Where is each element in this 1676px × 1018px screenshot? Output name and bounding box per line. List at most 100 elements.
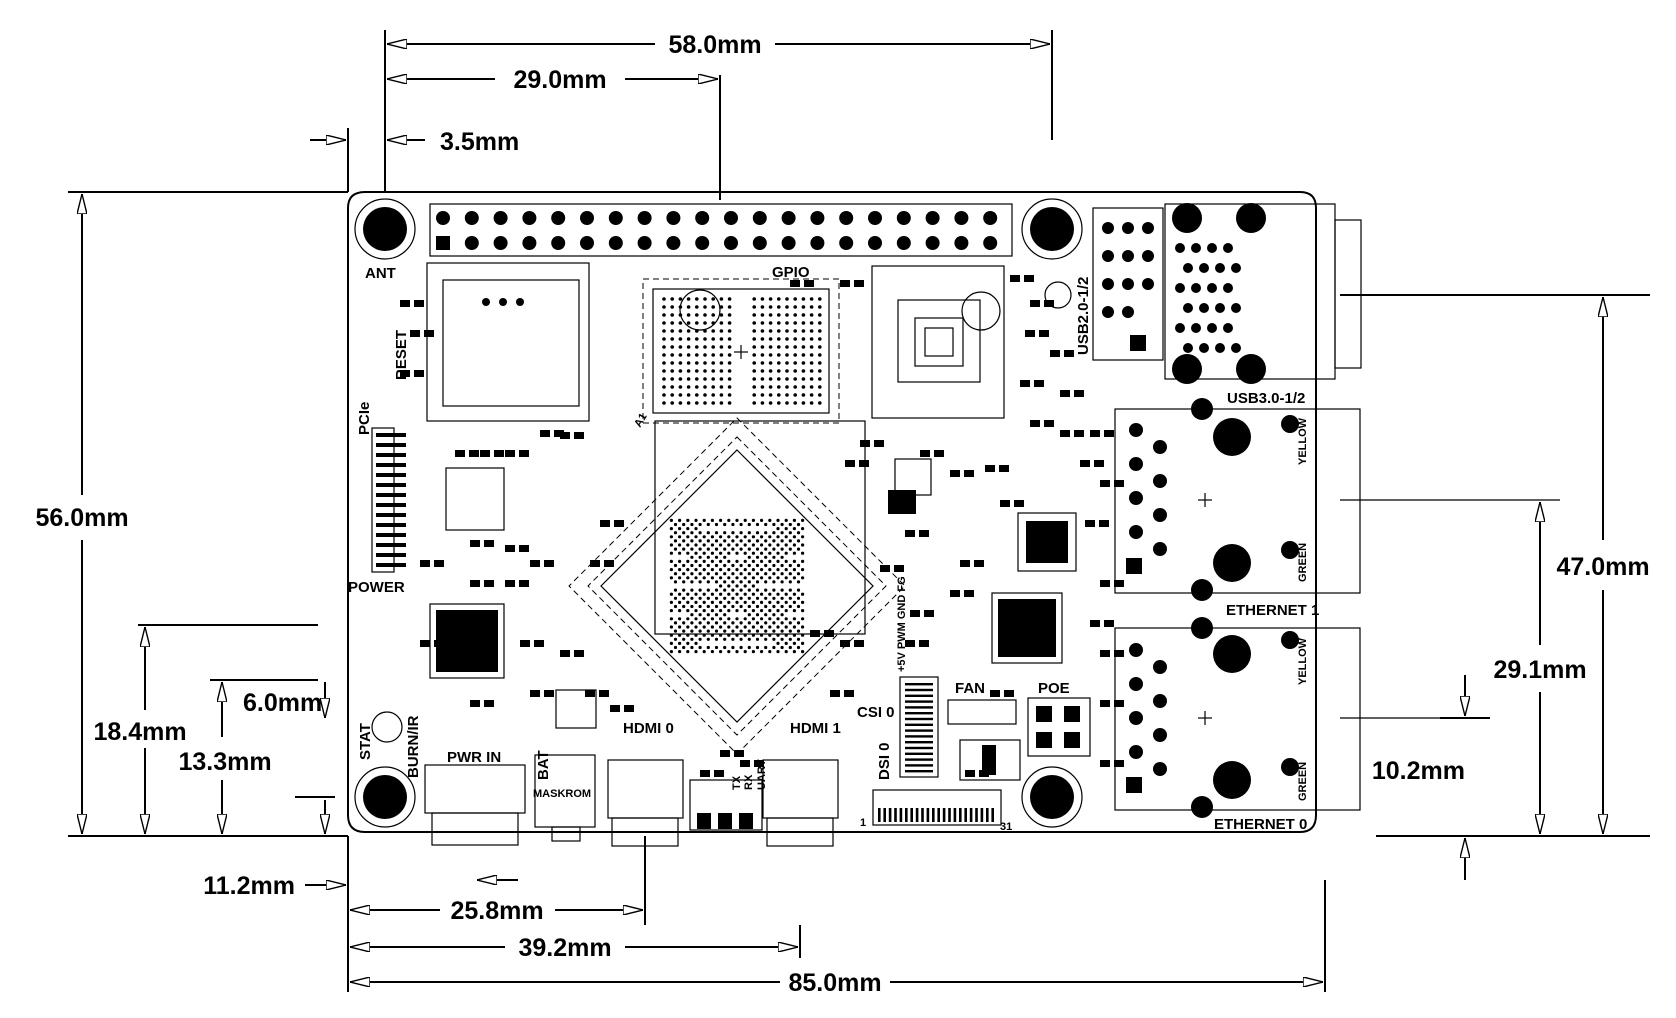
ball-pad	[801, 321, 806, 325]
ball-pad	[776, 568, 780, 572]
ball-pad	[785, 385, 789, 389]
ball-pad	[793, 329, 797, 333]
ball-pad	[723, 604, 727, 609]
ball-pad	[698, 613, 702, 617]
fpc-pin	[964, 808, 967, 822]
ball-pad	[743, 600, 747, 605]
ball-pad	[727, 584, 731, 588]
ball-pad	[682, 522, 686, 527]
smd-pad	[1099, 520, 1109, 527]
ball-pad	[690, 522, 694, 527]
ball-pad	[706, 522, 710, 527]
ball-pad	[731, 572, 735, 576]
ball-pad	[751, 617, 756, 621]
usb-pin	[1215, 263, 1225, 273]
smd-pad	[974, 560, 984, 567]
ball-pad	[727, 385, 732, 389]
smd-pad	[1100, 760, 1110, 767]
smd-pad	[890, 505, 900, 512]
gpio-pin	[839, 236, 854, 250]
label-poe: POE	[1038, 680, 1070, 697]
ball-pad	[764, 613, 768, 617]
ball-pad	[669, 609, 674, 613]
ball-pad	[710, 600, 715, 605]
dim-47mm: 47.0mm	[1556, 553, 1649, 581]
ball-pad	[711, 377, 715, 381]
ball-pad	[760, 609, 764, 613]
ball-pad	[686, 625, 690, 629]
ball-pad	[760, 353, 765, 357]
ball-pad	[723, 555, 727, 559]
ball-pad	[670, 401, 674, 405]
ball-pad	[743, 535, 747, 539]
wifi-module	[426, 262, 590, 422]
ball-pad	[682, 547, 686, 551]
smd-pad	[400, 300, 410, 307]
ball-pad	[673, 637, 678, 641]
smd-pad	[1074, 390, 1084, 397]
ball-pad	[764, 621, 768, 625]
ball-pad	[702, 518, 706, 523]
ball-pad	[796, 531, 801, 535]
ball-pad	[690, 531, 694, 535]
usb-pin	[1142, 222, 1154, 234]
ball-pad	[796, 547, 801, 551]
gpio-header	[429, 203, 1013, 257]
ball-pad	[788, 596, 792, 600]
ball-pad	[768, 559, 772, 564]
ball-pad	[727, 609, 731, 613]
ball-pad	[752, 393, 756, 397]
ball-pad	[706, 604, 710, 609]
ball-pad	[743, 625, 747, 629]
ball-pad	[768, 377, 773, 381]
eth-pin	[1129, 457, 1143, 471]
fpc-pin	[975, 808, 978, 822]
ball-pad	[706, 596, 710, 600]
ball-pad	[682, 539, 686, 543]
smd-pad	[600, 520, 610, 527]
ball-pad	[747, 531, 751, 535]
ball-pad	[723, 596, 727, 600]
smd-pad	[484, 540, 494, 547]
ball-pad	[792, 543, 797, 547]
ball-pad	[780, 645, 784, 650]
ball-pad	[698, 563, 702, 568]
ball-pad	[714, 596, 719, 600]
ball-pad	[772, 604, 776, 609]
ball-pad	[703, 369, 707, 373]
smd-pad	[964, 470, 974, 477]
ball-pad	[743, 592, 747, 596]
ball-pad	[792, 518, 797, 523]
ball-pad	[760, 361, 765, 365]
ball-pad	[690, 572, 694, 576]
ball-pad	[690, 580, 694, 584]
ball-pad	[772, 588, 776, 592]
smd-pad	[1090, 620, 1100, 627]
fpc-pin	[969, 808, 973, 822]
ball-pad	[776, 551, 780, 555]
smd-pad	[845, 460, 855, 467]
ball-pad	[735, 600, 739, 605]
ball-pad	[670, 377, 674, 381]
gpio-pin	[436, 211, 450, 225]
ball-pad	[714, 580, 719, 584]
ball-pad	[801, 551, 805, 555]
fpc-pin	[888, 808, 892, 822]
label-ethernet-1: ETHERNET 1	[1226, 602, 1319, 619]
ball-pad	[678, 609, 682, 613]
smd-pad	[999, 465, 1009, 472]
ball-pad	[686, 617, 690, 621]
ball-pad	[698, 596, 702, 600]
smd-pad	[530, 560, 540, 567]
fpc-pin	[905, 706, 933, 709]
ball-pad	[735, 650, 739, 654]
ball-pad	[702, 543, 706, 547]
ball-pad	[818, 369, 822, 373]
ball-pad	[792, 609, 797, 613]
ball-pad	[678, 527, 682, 531]
smd-pad	[1100, 650, 1110, 657]
ball-pad	[670, 353, 674, 357]
ball-pad	[698, 531, 702, 535]
dim-29mm: 29.0mm	[513, 66, 606, 94]
ball-pad	[739, 580, 743, 584]
